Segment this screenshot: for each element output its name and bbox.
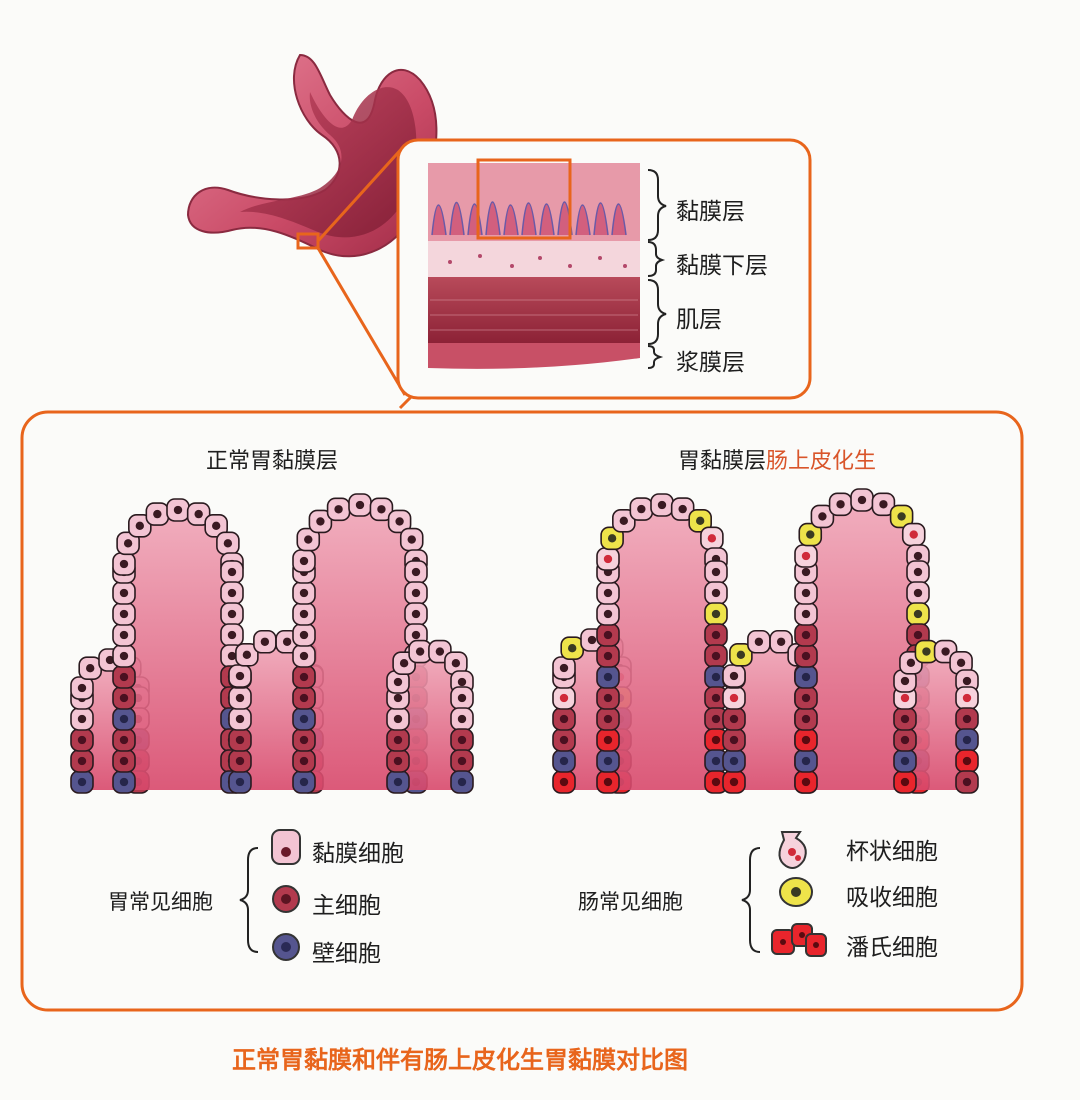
layer-brackets — [647, 169, 667, 369]
figure-caption: 正常胃黏膜和伴有肠上皮化生胃黏膜对比图 — [232, 1046, 688, 1074]
submucosa-layer — [428, 241, 640, 277]
legend-absorptive-cell: 吸收细胞 — [846, 885, 938, 911]
legend-goblet-cell: 杯状细胞 — [846, 839, 938, 865]
legend-mucous-cell: 黏膜细胞 — [312, 841, 404, 867]
serosa-layer — [428, 343, 640, 369]
layer-label-submucosa: 黏膜下层 — [676, 253, 768, 279]
layer-label-mucosa: 黏膜层 — [676, 199, 745, 225]
metaplasia-legend-icons — [741, 831, 827, 957]
stomach-lumen — [240, 87, 417, 238]
metaplasia-title-highlight: 肠上皮化生 — [766, 449, 877, 474]
legend-chief-cell: 主细胞 — [312, 893, 381, 919]
legend-bracket — [239, 847, 259, 953]
wall-section-box — [396, 138, 812, 400]
mucosa-zoom-marker — [476, 158, 572, 240]
metaplasia-panel-title: 胃黏膜层肠上皮化生 — [678, 443, 876, 475]
normal-legend-icons — [239, 829, 301, 961]
metaplasia-legend-group: 肠常见细胞 — [578, 890, 683, 914]
metaplasia-villi-drawing — [552, 488, 979, 794]
stomach-illustration — [186, 53, 438, 258]
metaplasia-title-prefix: 胃黏膜层 — [678, 449, 767, 474]
legend-paneth-cell: 潘氏细胞 — [846, 935, 938, 961]
normal-panel-title: 正常胃黏膜层 — [206, 449, 339, 474]
comparison-panel — [20, 410, 1024, 1012]
legend-bracket — [741, 847, 761, 953]
normal-villi-drawing — [70, 493, 474, 794]
normal-legend-group: 胃常见细胞 — [108, 890, 213, 914]
legend-parietal-cell: 壁细胞 — [312, 941, 381, 967]
layer-label-muscularis: 肌层 — [676, 307, 722, 333]
paneth-cell-icon — [771, 923, 827, 957]
layer-label-serosa: 浆膜层 — [676, 350, 745, 376]
muscularis-layer — [428, 277, 640, 343]
